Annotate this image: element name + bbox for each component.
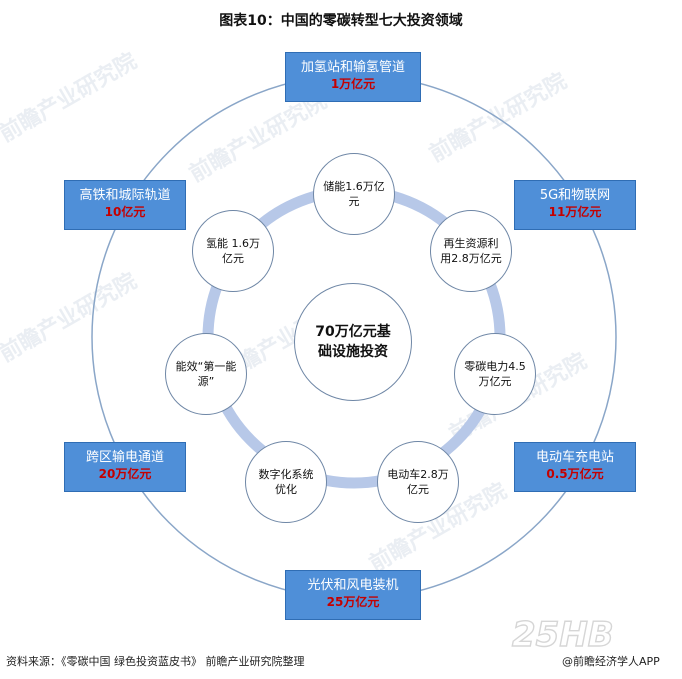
box-pv-wind: 光伏和风电装机 25万亿元 bbox=[285, 570, 421, 620]
chart-title: 图表10：中国的零碳转型七大投资领域 bbox=[219, 13, 463, 29]
box-amount: 20万亿元 bbox=[98, 467, 152, 481]
box-amount: 1万亿元 bbox=[330, 77, 376, 91]
node-zero-carbon-power: 零碳电力4.5万亿元 bbox=[454, 333, 536, 415]
box-amount: 11万亿元 bbox=[548, 205, 602, 219]
box-label: 5G和物联网 bbox=[539, 188, 611, 203]
node-digital-optimization: 数字化系统优化 bbox=[245, 441, 327, 523]
source-note: 资料来源：《零碳中国 绿色投资蓝皮书》 前瞻产业研究院整理 bbox=[6, 655, 305, 668]
box-ev-charging: 电动车充电站 0.5万亿元 bbox=[514, 442, 636, 492]
logo-mark: 25HB bbox=[512, 615, 614, 655]
box-amount: 0.5万亿元 bbox=[546, 467, 604, 481]
box-amount: 25万亿元 bbox=[326, 595, 380, 609]
box-label: 跨区输电通道 bbox=[85, 450, 164, 465]
box-hydrogen-station: 加氢站和输氢管道 1万亿元 bbox=[285, 52, 421, 102]
box-label: 电动车充电站 bbox=[535, 450, 614, 465]
box-label: 高铁和城际轨道 bbox=[79, 188, 171, 203]
box-label: 加氢站和输氢管道 bbox=[300, 60, 405, 75]
node-electric-vehicle: 电动车2.8万亿元 bbox=[377, 441, 459, 523]
box-5g-iot: 5G和物联网 11万亿元 bbox=[514, 180, 636, 230]
site-logo: 25HB bbox=[511, 614, 614, 655]
node-hydrogen: 氢能 1.6万亿元 bbox=[192, 210, 274, 292]
box-label: 光伏和风电装机 bbox=[307, 578, 399, 593]
box-high-speed-rail: 高铁和城际轨道 10亿元 bbox=[64, 180, 186, 230]
center-node: 70万亿元基础设施投资 bbox=[294, 283, 412, 401]
node-energy-efficiency: 能效“第一能源” bbox=[165, 333, 247, 415]
node-recycled-resources: 再生资源利用2.8万亿元 bbox=[430, 210, 512, 292]
app-credit: @前瞻经济学人APP bbox=[562, 655, 660, 668]
box-amount: 10亿元 bbox=[104, 205, 146, 219]
node-energy-storage: 储能1.6万亿元 bbox=[313, 153, 395, 235]
box-cross-region-transmission: 跨区输电通道 20万亿元 bbox=[64, 442, 186, 492]
